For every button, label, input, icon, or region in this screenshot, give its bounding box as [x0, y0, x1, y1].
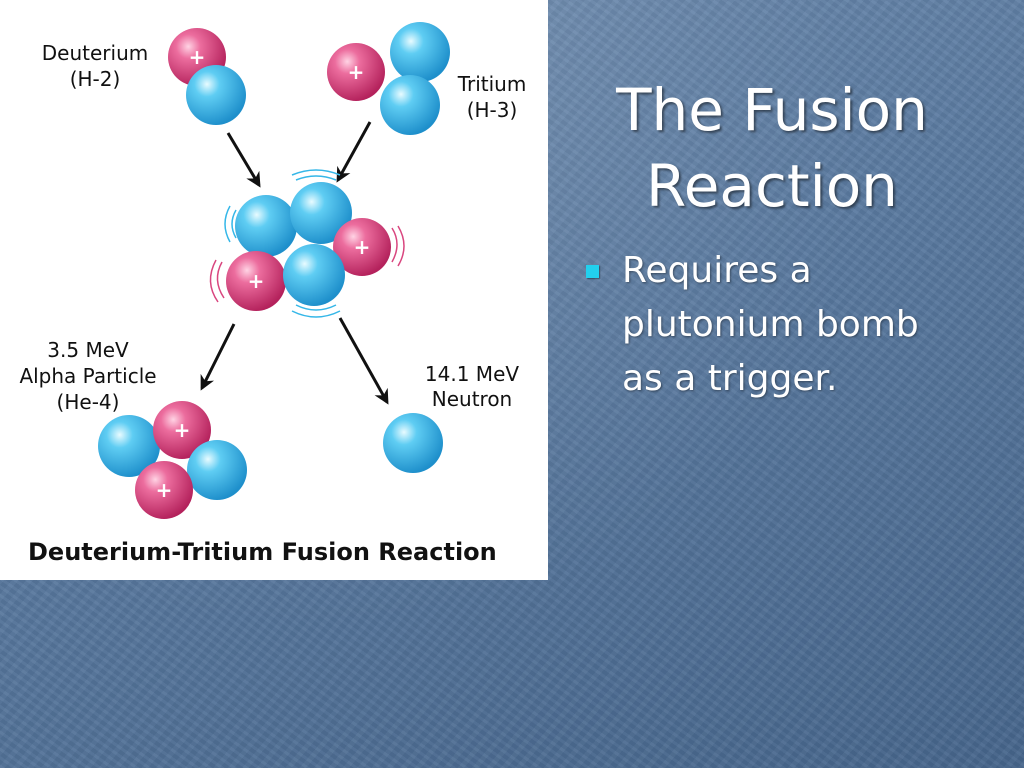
bullet-list: Requires a plutonium bomb as a trigger.	[582, 244, 1002, 406]
deuterium-label: Deuterium	[42, 41, 148, 65]
slide-title: The Fusion Reaction	[570, 72, 974, 224]
neutron-name-label: Neutron	[432, 387, 512, 411]
vibration-marks	[209, 169, 405, 318]
fusion-diagram: Deuterium (H-2) Tritium (H-3) + +	[19, 22, 527, 566]
neutron	[290, 182, 352, 244]
tritium-label: Tritium	[457, 72, 527, 96]
bullet-line-2: plutonium bomb	[622, 304, 919, 345]
tritium-nucleus: +	[327, 22, 450, 135]
proton	[153, 401, 211, 459]
neutron	[186, 65, 246, 125]
free-neutron	[383, 413, 443, 473]
arrow-neutron-out	[338, 317, 389, 405]
tritium-formula: (H-3)	[467, 98, 518, 122]
neutron-energy-label: 14.1 MeV	[425, 362, 519, 386]
alpha-formula-label: (He-4)	[57, 390, 120, 414]
square-bullet-icon	[586, 265, 599, 278]
bullet-line-1: Requires a	[622, 250, 812, 291]
neutron	[283, 244, 345, 306]
alpha-name-label: Alpha Particle	[19, 364, 156, 388]
proton	[226, 251, 286, 311]
deuterium-nucleus: +	[168, 28, 246, 125]
neutron	[380, 75, 440, 135]
arrow-alpha-out	[200, 323, 236, 391]
bullet-item: Requires a plutonium bomb as a trigger.	[582, 244, 1002, 406]
proton-plus-sign: +	[174, 418, 191, 442]
bullet-line-3: as a trigger.	[622, 358, 838, 399]
neutron	[390, 22, 450, 82]
arrow-tritium-in	[336, 121, 372, 183]
fusion-diagram-panel: Deuterium (H-2) Tritium (H-3) + +	[0, 0, 548, 580]
proton-plus-sign: +	[248, 269, 265, 293]
proton	[135, 461, 193, 519]
alpha-energy-label: 3.5 MeV	[47, 338, 129, 362]
neutron	[187, 440, 247, 500]
proton-plus-sign: +	[348, 60, 365, 84]
proton-plus-sign: +	[156, 478, 173, 502]
proton-plus-sign: +	[354, 235, 371, 259]
neutron	[98, 415, 160, 477]
diagram-caption: Deuterium-Tritium Fusion Reaction	[28, 538, 497, 566]
neutron	[235, 195, 297, 257]
alpha-particle: + +	[98, 401, 247, 519]
slide-title-line-2: Reaction	[646, 152, 898, 220]
proton	[333, 218, 391, 276]
proton	[327, 43, 385, 101]
deuterium-formula: (H-2)	[70, 67, 121, 91]
arrow-deuterium-in	[226, 132, 261, 188]
compound-nucleus: + +	[226, 182, 391, 311]
slide-title-line-1: The Fusion	[616, 76, 928, 144]
proton-plus-sign: +	[189, 45, 206, 69]
